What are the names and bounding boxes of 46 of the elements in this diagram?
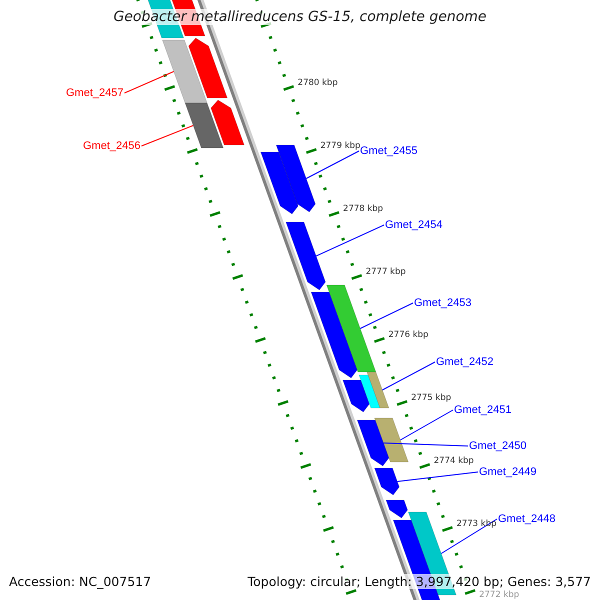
leader-line [440, 518, 498, 554]
leader-line [306, 150, 360, 179]
scale-label: 2776 kbp [388, 330, 428, 340]
gene-label: Gmet_2456 [83, 140, 140, 152]
accession-text: Accession: NC_007517 [9, 574, 152, 589]
gene-block [358, 374, 380, 408]
gene-block [162, 40, 208, 104]
gene-block [366, 372, 390, 408]
leader-line [400, 410, 454, 440]
gene-block [374, 418, 409, 462]
gene-label: Gmet_2448 [498, 513, 556, 525]
gene-block [326, 284, 376, 372]
gene-label: Gmet_2455 [360, 145, 418, 157]
gene-label: Gmet_2450 [469, 440, 526, 452]
gene-block [386, 500, 408, 518]
gene-block [342, 380, 370, 412]
leader-line [124, 71, 174, 94]
gene-block [184, 102, 224, 148]
gene-label: Gmet_2457 [66, 87, 124, 99]
gene-block [310, 292, 358, 378]
gene-block [276, 144, 316, 212]
scale-label: 2780 kbp [298, 78, 338, 88]
leader-line [382, 362, 436, 390]
title: Geobacter metallireducens GS-15, complete genome [113, 9, 487, 25]
leader-line [316, 224, 384, 256]
gene-block [356, 420, 390, 466]
scale-label: 2779 kbp [320, 141, 360, 151]
gene-label: Gmet_2453 [414, 297, 472, 309]
scale-label: 2777 kbp [366, 267, 406, 277]
gene-label: Gmet_2452 [436, 356, 494, 368]
scale-label: 2778 kbp [343, 204, 384, 214]
gene-block [374, 468, 400, 496]
gene-block [210, 100, 244, 146]
scale-label: 2772 kbp [479, 590, 520, 600]
leader-line [396, 472, 478, 482]
genome-info-text: Topology: circular; Length: 3,997,420 bp; Genes: 3,577 [248, 574, 591, 589]
leader-line [382, 442, 468, 446]
scale-label: 2774 kbp [434, 456, 474, 466]
gene-block [286, 222, 326, 290]
leader-line [360, 302, 414, 329]
gene-block [188, 38, 228, 98]
gene-label: Gmet_2449 [479, 466, 536, 478]
gene-label: Gmet_2451 [454, 404, 512, 416]
scale-label: 2775 kbp [411, 393, 452, 403]
gene-label: Gmet_2454 [385, 219, 442, 231]
gene-block [260, 152, 298, 214]
